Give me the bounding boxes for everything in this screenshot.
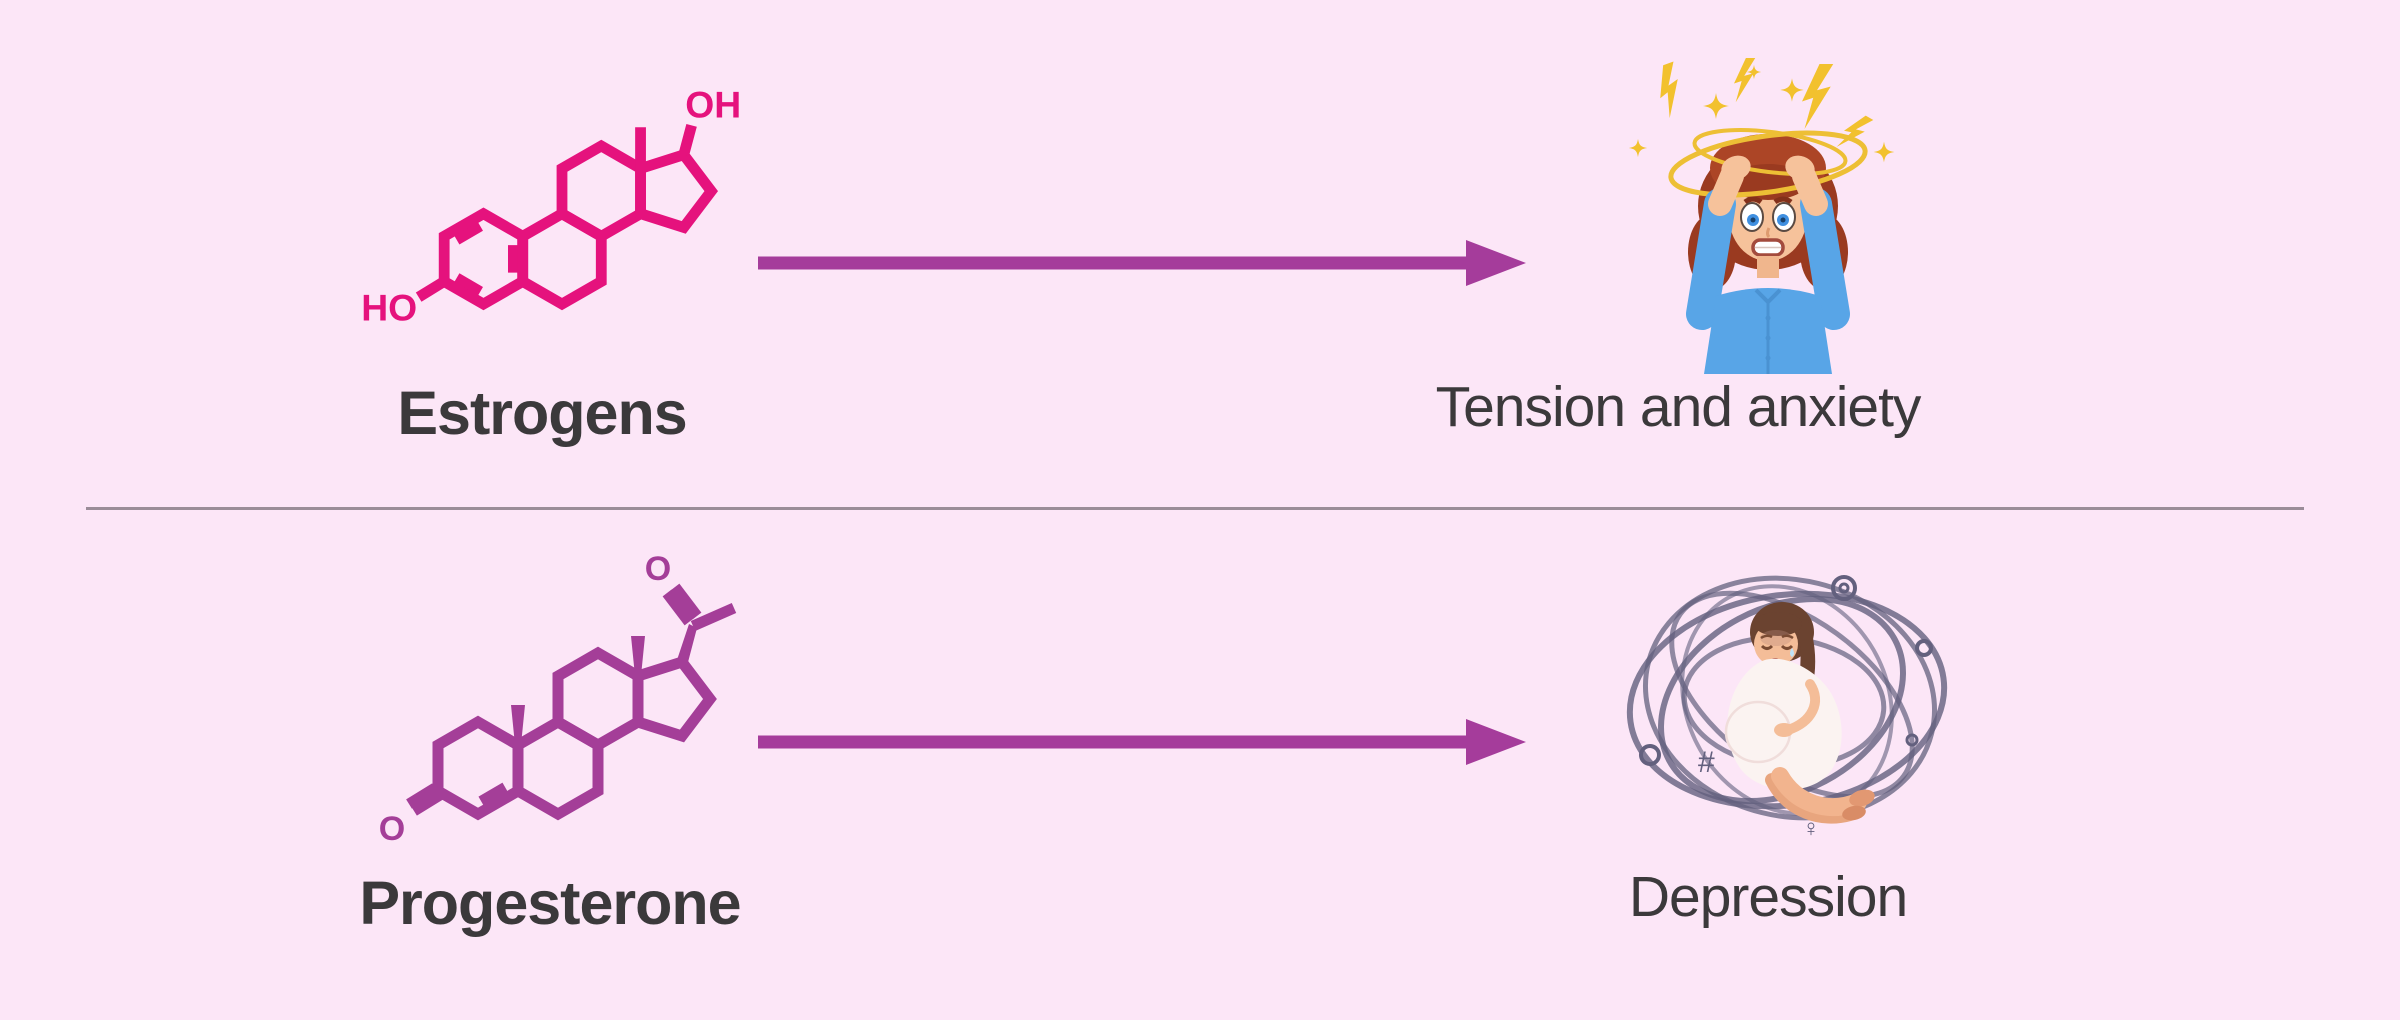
- ring-d: [635, 148, 719, 234]
- hydroxyl-bond-bottom: [415, 276, 448, 302]
- arrow-estrogens-to-effect: [758, 240, 1526, 286]
- hash-symbol: #: [1698, 746, 1715, 779]
- ring-c: [552, 646, 644, 752]
- acetyl-wedge: [677, 624, 697, 666]
- progesterone-structure: O O: [379, 550, 737, 848]
- hydroxyl-label-bottom: HO: [361, 287, 417, 329]
- effect-label-tension-anxiety: Tension and anxiety: [1435, 375, 1922, 439]
- carbonyl-double-bond: [662, 589, 694, 626]
- hydroxyl-label-top: OH: [685, 83, 741, 125]
- depressed-pregnant-woman-illustration: # ♀: [1626, 575, 1948, 842]
- ring-c: [556, 139, 646, 243]
- methyl-wedge-c18: [631, 636, 645, 676]
- hormone-name-estrogens: Estrogens: [397, 379, 687, 447]
- arrow-progesterone-to-effect: [758, 719, 1526, 765]
- woman-body: [1704, 256, 1832, 374]
- pregnant-woman-figure: [1724, 602, 1875, 824]
- oxygen-label-bottom: O: [379, 810, 405, 848]
- hormone-name-progesterone: Progesterone: [359, 869, 741, 937]
- effect-label-depression: Depression: [1628, 865, 1908, 929]
- oxygen-label-top: O: [645, 550, 671, 588]
- woman-arms: [1686, 155, 1850, 330]
- dizzy-swirl-icon: [1668, 128, 1868, 198]
- ketone-double-bond: [406, 783, 438, 809]
- row-divider: [86, 507, 2304, 510]
- acetyl-methyl-bond: [690, 602, 737, 632]
- anxious-woman-illustration: [1628, 58, 1895, 374]
- estradiol-structure: OH HO: [361, 83, 741, 329]
- arrow-head-icon: [1466, 240, 1526, 286]
- hydroxyl-bond-top: [678, 123, 697, 157]
- arrow-head-icon: [1466, 719, 1526, 765]
- methyl-wedge-c19: [511, 705, 525, 745]
- ring-d: [632, 655, 717, 743]
- ring-a: [432, 715, 524, 821]
